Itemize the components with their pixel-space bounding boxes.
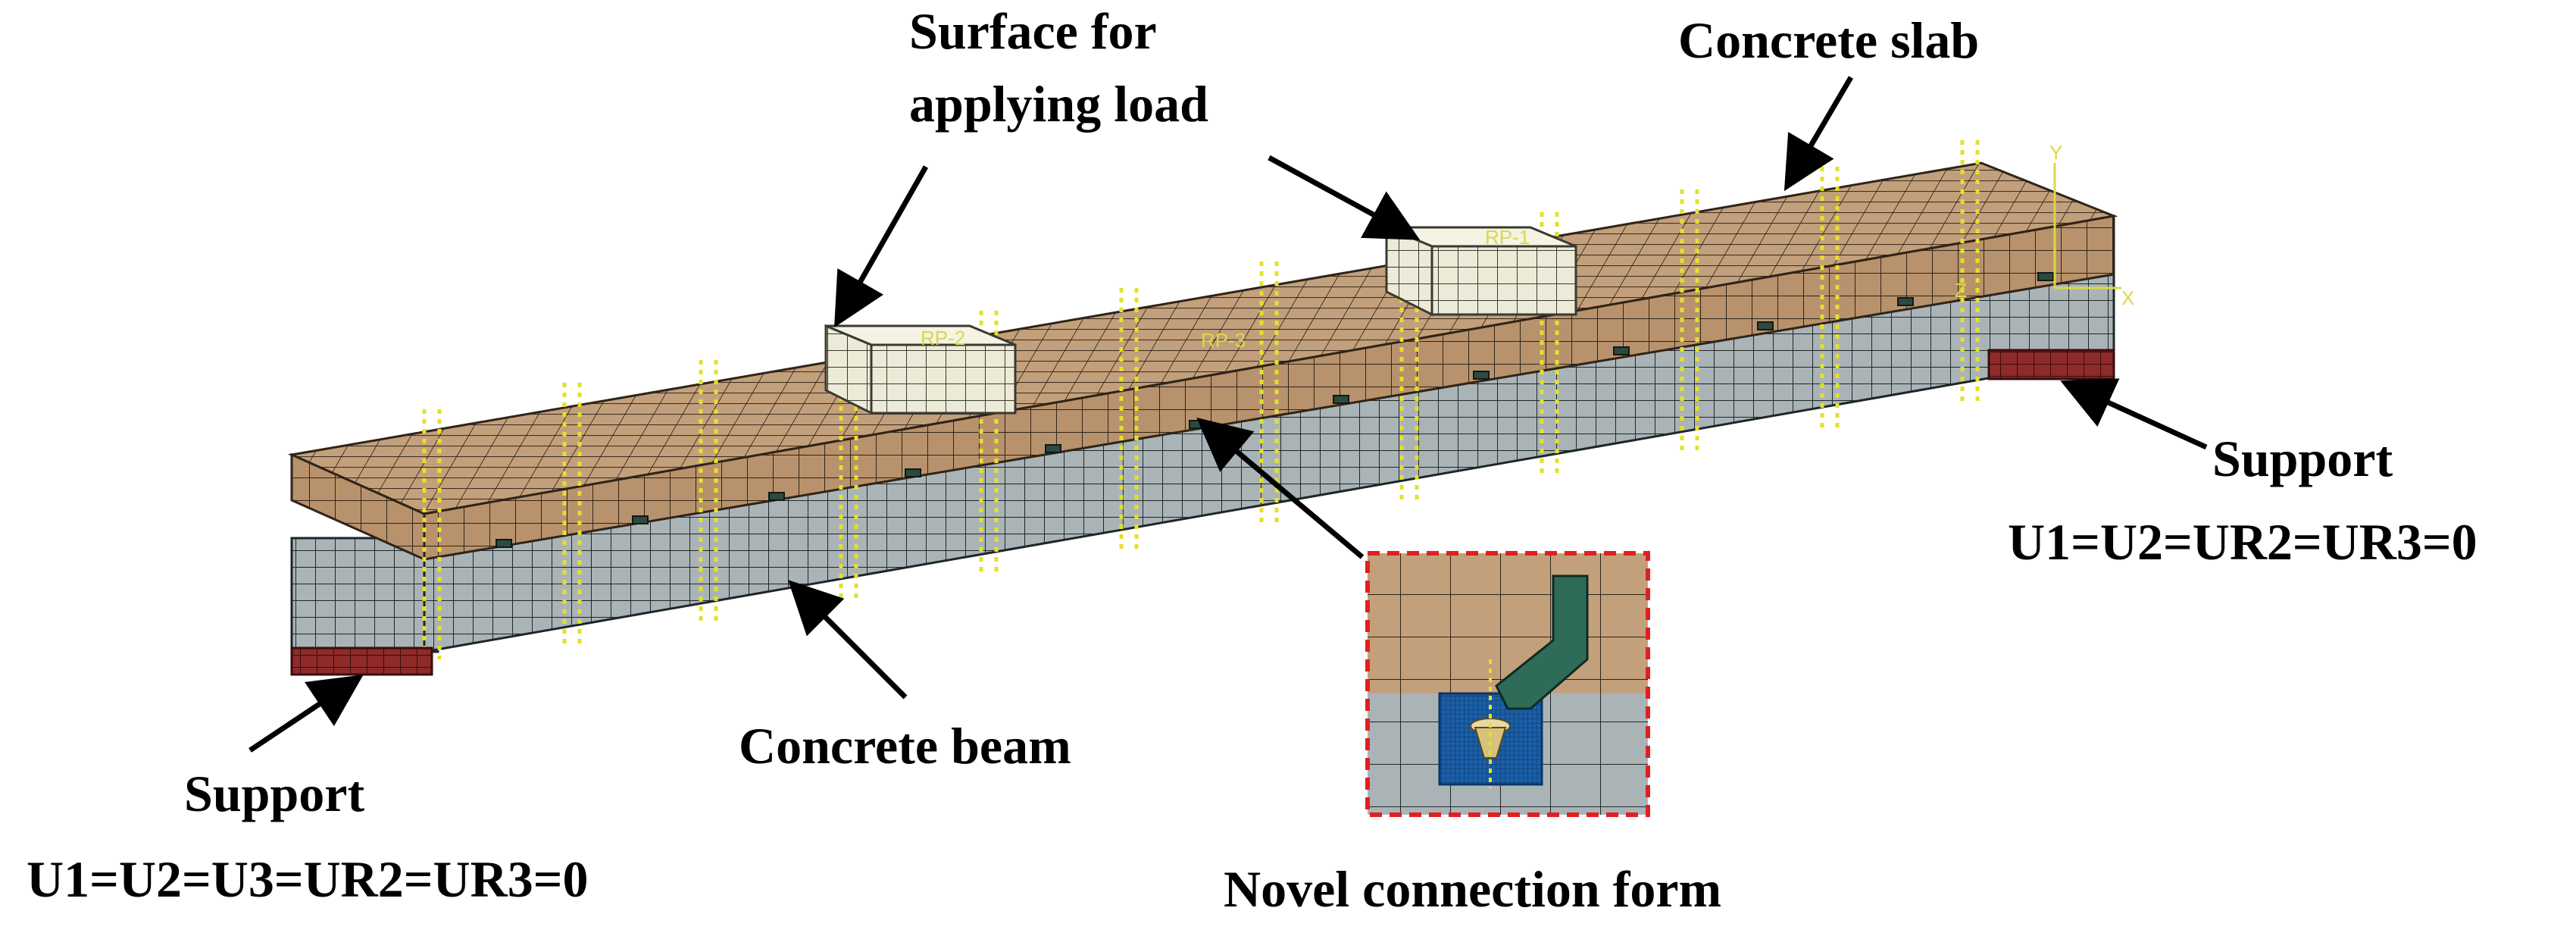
axis-x-label: X — [2121, 286, 2134, 309]
connector-mark — [1613, 346, 1630, 355]
label-concrete-beam: Concrete beam — [739, 717, 1071, 775]
label-support-left: Support — [184, 765, 364, 822]
label-support-right: Support — [2212, 430, 2393, 487]
arrow-concrete-slab — [1784, 76, 1854, 192]
axis-z-label: Z — [1955, 279, 1967, 302]
label-surface-line1: Surface for — [909, 2, 1157, 60]
connector-mark — [496, 539, 512, 548]
load-plate-right — [1385, 225, 1577, 317]
interface-connectors — [496, 272, 2054, 548]
callout-arrows — [249, 76, 2208, 753]
label-novel-connection: Novel connection form — [1224, 860, 1721, 918]
label-support-left-bc: U1=U2=U3=UR2=UR3=0 — [27, 850, 589, 908]
connector-mark — [1333, 395, 1349, 404]
support-right-block — [1987, 349, 2115, 380]
support-left-block — [290, 646, 433, 676]
connector-mark — [2037, 272, 2054, 281]
inset-slab-region — [1368, 553, 1648, 693]
axis-y-label: Y — [2049, 141, 2062, 164]
connector-mark — [1045, 444, 1061, 453]
rp-right-marker: RP-1 — [1485, 226, 1530, 249]
arrow-support-left — [249, 675, 364, 753]
connector-mark — [1757, 321, 1774, 330]
connector-mark — [905, 468, 921, 477]
label-concrete-slab: Concrete slab — [1678, 11, 1979, 69]
arrow-surface-right — [1268, 155, 1421, 240]
connector-mark — [1473, 371, 1490, 380]
inset-connector-plate — [1495, 574, 1589, 710]
load-plate-left — [824, 324, 1017, 415]
arrow-support-right — [2060, 378, 2208, 450]
connector-mark — [632, 515, 649, 524]
rp-left-marker: RP-2 — [921, 327, 965, 349]
reference-points: RP-2 RP-3 RP-1 — [921, 226, 1530, 352]
connection-inset — [1365, 551, 1650, 817]
coordinate-triad — [2053, 163, 2121, 290]
connector-mark — [1189, 420, 1205, 429]
label-support-right-bc: U1=U2=UR2=UR3=0 — [2008, 513, 2478, 571]
rp-center-marker: RP-3 — [1201, 329, 1246, 352]
label-surface-line2: applying load — [909, 75, 1208, 133]
connector-mark — [1897, 297, 1914, 306]
stud-lines — [422, 140, 1980, 659]
connector-mark — [768, 492, 785, 501]
arrow-connection — [1196, 417, 1365, 559]
arrow-concrete-beam — [788, 580, 908, 700]
inset-border — [1365, 551, 1650, 817]
arrow-surface-left — [834, 165, 929, 328]
